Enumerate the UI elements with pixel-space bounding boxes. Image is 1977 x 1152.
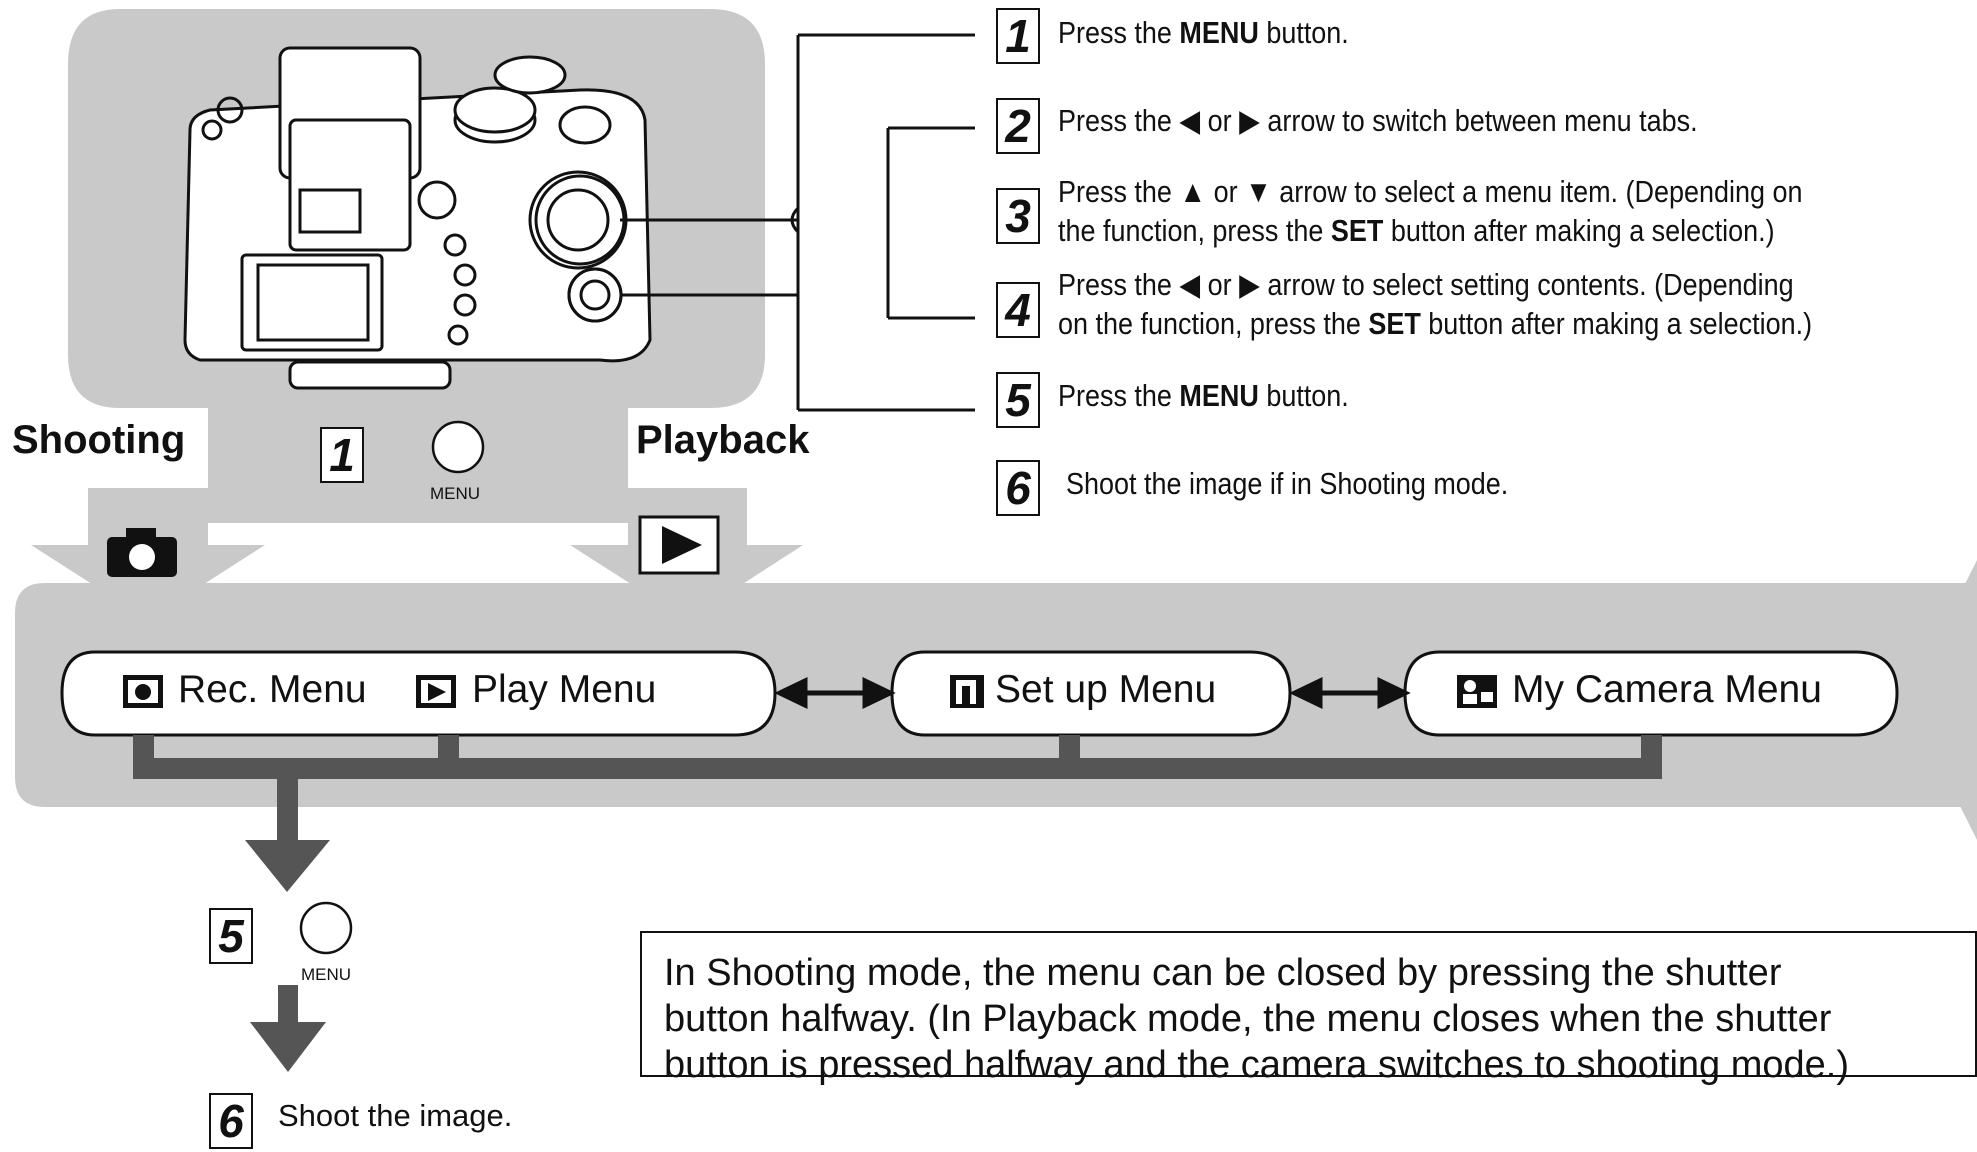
step-6-text: Shoot the image if in Shooting mode. — [1066, 466, 1509, 501]
note-line-1: In Shooting mode, the menu can be closed… — [664, 952, 1782, 994]
step-1-text: Press the MENU button. — [1058, 15, 1349, 50]
note-line-3: button is pressed halfway and the camera… — [664, 1044, 1849, 1086]
setup-menu-icon — [950, 675, 984, 708]
my-camera-menu-icon — [1457, 675, 1497, 708]
tab-bracket — [133, 735, 1662, 1072]
panel-connector — [208, 405, 628, 523]
step-3-text: Press the ▲ or ▼ arrow to select a menu … — [1058, 174, 1803, 248]
bottom-step-6-number: 6 — [209, 1093, 253, 1149]
step-3-number: 3 — [996, 188, 1040, 244]
step-2-text: Press the ◀ or ▶ arrow to switch between… — [1058, 103, 1698, 138]
rec-menu-icon — [123, 675, 163, 708]
step-4-text: Press the ◀ or ▶ arrow to select setting… — [1058, 267, 1813, 341]
band-right-notch — [1957, 560, 1977, 840]
step-2-number: 2 — [996, 98, 1040, 154]
step-1-number: 1 — [996, 8, 1040, 64]
note-line-2: button halfway. (In Playback mode, the m… — [664, 998, 1832, 1040]
menu-button-caption: MENU — [430, 484, 481, 503]
play-icon — [638, 515, 720, 575]
bottom-menu-caption: MENU — [301, 965, 352, 984]
play-menu-icon — [416, 675, 456, 708]
playback-mode-label: Playback — [636, 418, 810, 462]
shooting-mode-label: Shooting — [12, 418, 186, 462]
menu-button-icon — [431, 420, 485, 474]
bottom-step-5-number: 5 — [209, 908, 253, 964]
camera-icon — [107, 528, 177, 577]
step-connector-lines — [534, 33, 975, 412]
step-4-number: 4 — [996, 282, 1040, 338]
menu-step-number: 1 — [320, 427, 364, 483]
note-box: In Shooting mode, the menu can be closed… — [640, 931, 1977, 1086]
play-menu-tab[interactable]: Play Menu — [472, 668, 657, 711]
bottom-shoot-text: Shoot the image. — [278, 1098, 513, 1133]
step-5-text: Press the MENU button. — [1058, 378, 1349, 413]
my-camera-menu-tab[interactable]: My Camera Menu — [1512, 668, 1822, 711]
camera-illustration — [183, 46, 652, 390]
step-6-number: 6 — [996, 460, 1040, 516]
menu-button-icon-bottom — [299, 901, 353, 955]
rec-menu-tab[interactable]: Rec. Menu — [178, 668, 367, 711]
tab-switch-arrows — [774, 677, 1411, 709]
setup-menu-tab[interactable]: Set up Menu — [995, 668, 1217, 711]
step-5-number: 5 — [996, 372, 1040, 428]
